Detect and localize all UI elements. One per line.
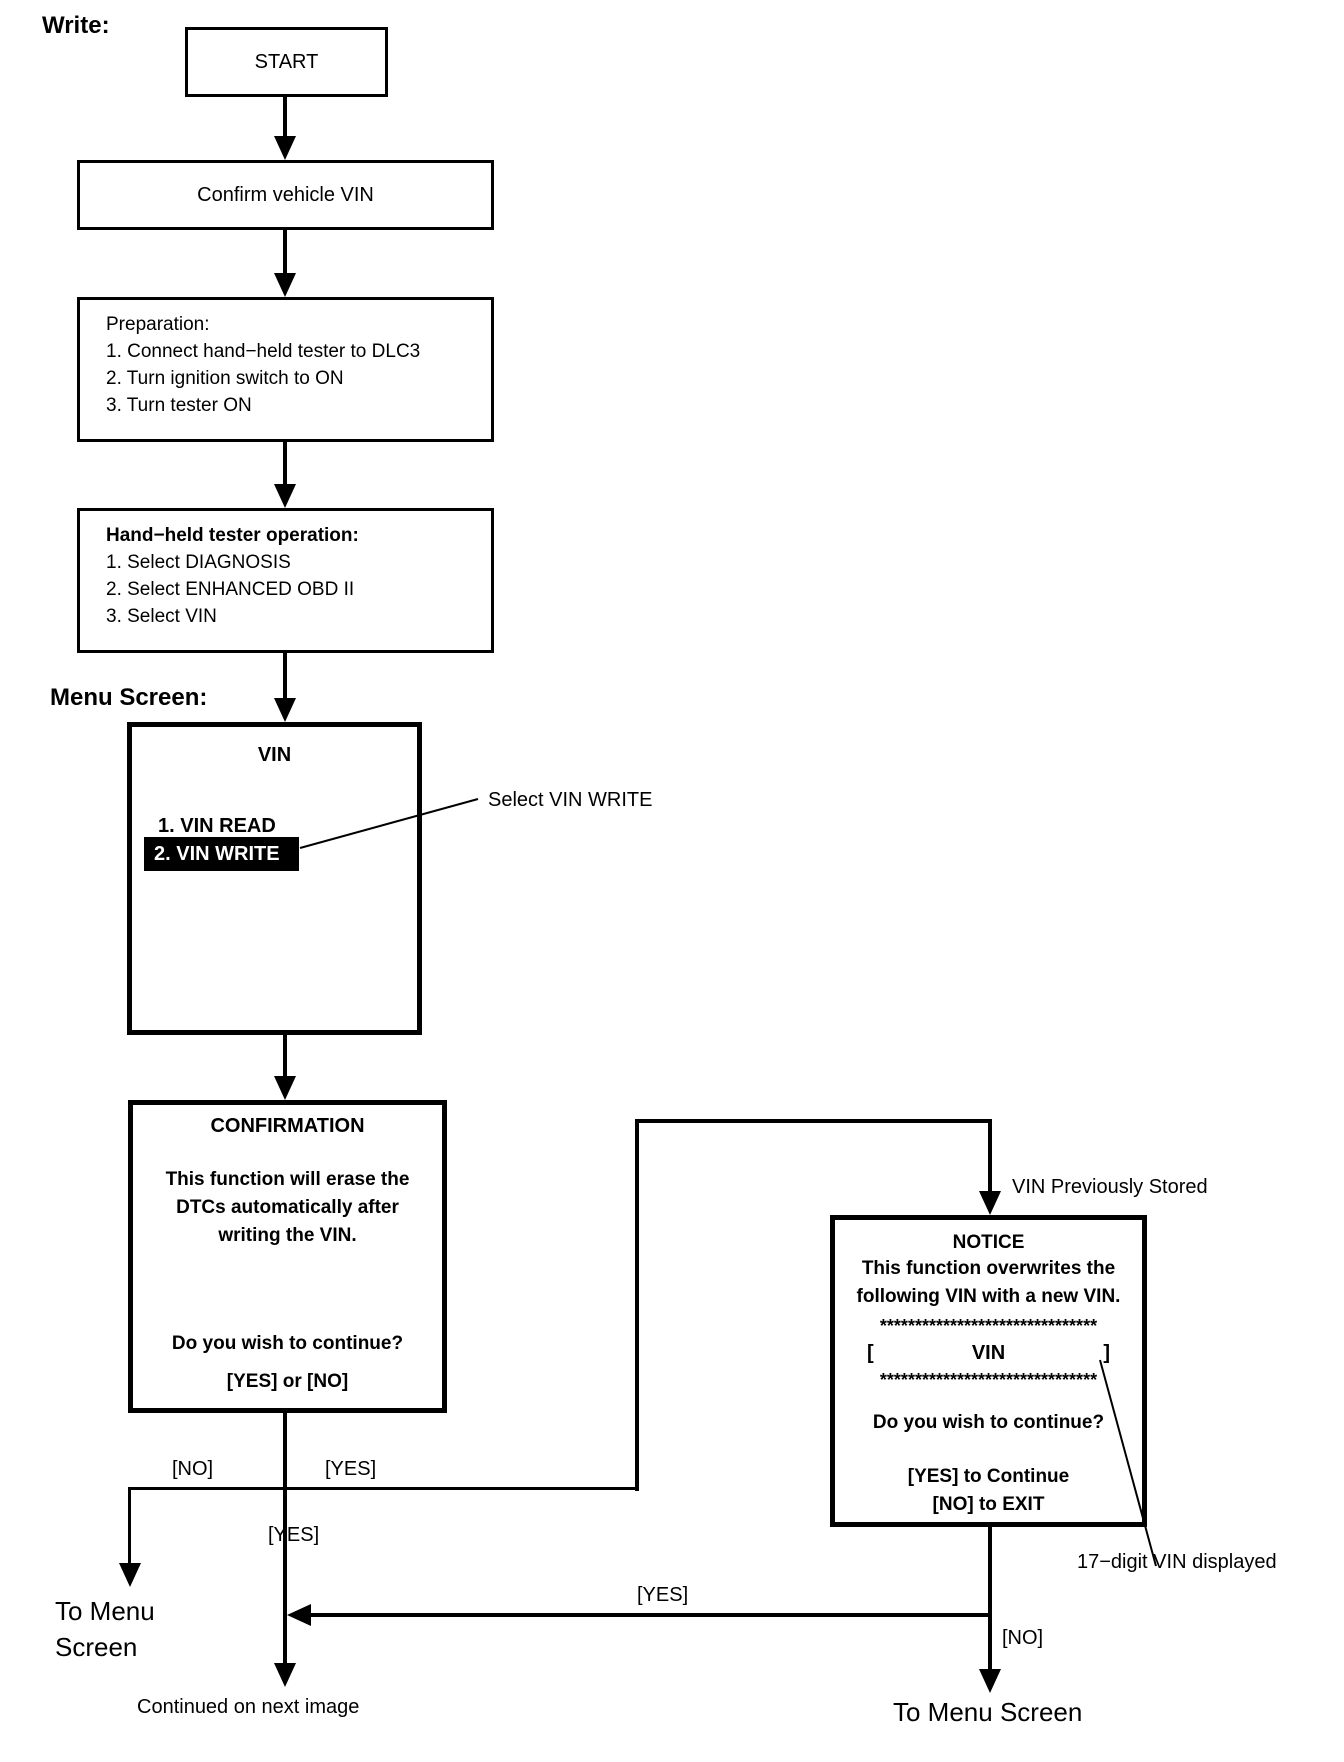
notice-vin-bracket-close: ]: [1103, 1342, 1110, 1364]
notice-title: NOTICE: [952, 1232, 1025, 1253]
edge-tester-vinmenu-line: [283, 653, 287, 702]
edge-notice-no-arrowhead: [979, 1669, 1001, 1693]
notice-body-line2: following VIN with a new VIN.: [856, 1286, 1121, 1307]
node-preparation: Preparation: 1. Connect hand−held tester…: [77, 297, 494, 442]
edge-label-yes-return: [YES]: [637, 1584, 689, 1606]
notice-vin-row: [ VIN ]: [835, 1342, 1142, 1365]
edge-start-confirm-arrowhead: [274, 136, 296, 160]
edge-confirmation-continued-line: [283, 1413, 287, 1667]
terminal-to-menu-left-line1: To Menu: [55, 1596, 155, 1626]
tester-operation-heading: Hand−held tester operation:: [106, 525, 359, 546]
terminal-to-menu-left: To Menu Screen: [55, 1593, 155, 1665]
edge-yes-return-arrowhead: [287, 1604, 311, 1626]
tester-operation-item: 2. Select ENHANCED OBD II: [106, 579, 355, 600]
tester-operation-item: 3. Select VIN: [106, 606, 217, 627]
confirmation-question: Do you wish to continue?: [171, 1333, 404, 1354]
edge-label-yes: [YES]: [325, 1458, 377, 1480]
edge-yes-riser-line: [635, 1121, 639, 1491]
confirmation-body-line: writing the VIN.: [218, 1225, 357, 1246]
notice-question: Do you wish to continue?: [872, 1412, 1105, 1433]
confirmation-body-line: This function will erase the: [165, 1169, 410, 1190]
node-confirm-vin: Confirm vehicle VIN: [77, 160, 494, 230]
terminal-continued: Continued on next image: [137, 1696, 360, 1718]
edge-branch-line: [128, 1487, 639, 1490]
edge-confirm-prep-arrowhead: [274, 273, 296, 297]
screen-vin-menu: VIN 1. VIN READ 2. VIN WRITE: [127, 722, 422, 1035]
edge-prep-tester-line: [283, 442, 287, 486]
edge-notice-arrowhead: [979, 1191, 1001, 1215]
confirmation-options: [YES] or [NO]: [226, 1371, 349, 1392]
terminal-to-menu-right: To Menu Screen: [893, 1697, 1083, 1727]
edge-no-arrowhead: [119, 1563, 141, 1587]
vin-menu-item-read: 1. VIN READ: [158, 815, 276, 837]
vin-menu-item-write-highlighted: 2. VIN WRITE: [144, 837, 299, 871]
node-tester-operation: Hand−held tester operation: 1. Select DI…: [77, 508, 494, 653]
edge-start-confirm-line: [283, 97, 287, 140]
edge-label-no: [NO]: [172, 1458, 214, 1480]
edge-vinmenu-confirmation-line: [283, 1035, 287, 1080]
edge-yes-return-line: [305, 1613, 992, 1617]
preparation-item: 3. Turn tester ON: [106, 395, 252, 416]
edge-label-no-right: [NO]: [1002, 1627, 1044, 1649]
notice-vin-bracket-open: [: [867, 1342, 874, 1364]
annotation-vin-previously-stored: VIN Previously Stored: [1012, 1176, 1208, 1198]
edge-no-drop-line: [128, 1487, 131, 1565]
screen-confirmation: CONFIRMATION This function will erase th…: [128, 1100, 447, 1413]
screen-notice: NOTICE This function overwrites the foll…: [830, 1215, 1147, 1527]
edge-label-yes-down: [YES]: [268, 1524, 320, 1546]
notice-no-line: [NO] to EXIT: [932, 1494, 1045, 1515]
vin-menu-title: VIN: [257, 744, 292, 766]
edge-prep-tester-arrowhead: [274, 484, 296, 508]
notice-stars-top: *******************************: [879, 1316, 1098, 1336]
edge-tester-vinmenu-arrowhead: [274, 698, 296, 722]
notice-yes-line: [YES] to Continue: [907, 1466, 1070, 1487]
notice-vin-label: VIN: [971, 1342, 1006, 1364]
menu-screen-label: Menu Screen:: [50, 684, 208, 711]
preparation-item: 2. Turn ignition switch to ON: [106, 368, 344, 389]
edge-confirm-prep-line: [283, 230, 287, 277]
edge-yes-drop-line: [988, 1121, 992, 1195]
confirmation-title: CONFIRMATION: [210, 1115, 365, 1137]
annotation-select-vin-write: Select VIN WRITE: [488, 789, 653, 811]
annotation-vin-digits: 17−digit VIN displayed: [1077, 1551, 1277, 1573]
edge-vinmenu-confirmation-arrowhead: [274, 1076, 296, 1100]
section-label-write: Write:: [42, 12, 110, 39]
edge-notice-no-line: [988, 1527, 992, 1671]
notice-stars-bottom: *******************************: [879, 1370, 1098, 1390]
edge-yes-top-line: [635, 1119, 992, 1123]
confirmation-body-line: DTCs automatically after: [176, 1197, 399, 1218]
preparation-item: 1. Connect hand−held tester to DLC3: [106, 341, 421, 362]
preparation-heading: Preparation:: [106, 314, 210, 335]
tester-operation-item: 1. Select DIAGNOSIS: [106, 552, 291, 573]
notice-body-line1: This function overwrites the: [861, 1258, 1116, 1279]
terminal-to-menu-left-line2: Screen: [55, 1632, 138, 1662]
edge-continued-arrowhead: [274, 1663, 296, 1687]
node-start: START: [185, 27, 388, 97]
